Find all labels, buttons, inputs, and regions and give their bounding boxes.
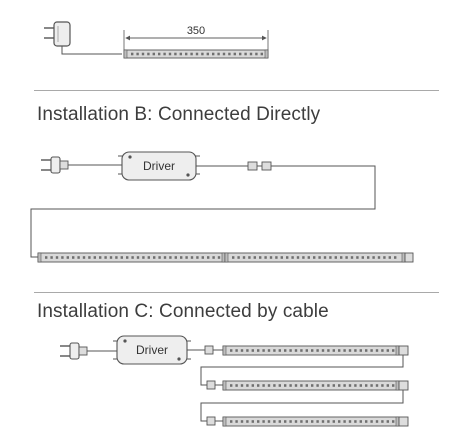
end-cap-c — [398, 416, 409, 427]
section-b-plug-group — [41, 156, 122, 174]
installation-b-heading: Installation B: Connected Directly — [37, 104, 321, 125]
connector-b1 — [247, 161, 258, 171]
dimension-annotation: 350 — [123, 25, 269, 50]
plug-icon-b — [50, 156, 61, 174]
installation-c-heading: Installation C: Connected by cable — [37, 301, 329, 322]
section-c-cable — [187, 345, 223, 355]
led-strip-a — [123, 49, 269, 59]
section-c-plug-group — [60, 342, 117, 360]
led-strip-b2 — [224, 252, 406, 263]
led-strip-c2 — [222, 380, 400, 391]
driver-box-b: Driver — [118, 151, 200, 181]
driver-label-c: Driver — [136, 343, 168, 357]
section-c-link-cable-1 — [200, 345, 409, 390]
connector-b2 — [261, 161, 272, 171]
connector-c1 — [204, 345, 214, 355]
power-adapter-icon — [53, 21, 71, 47]
plug-icon-c — [69, 342, 80, 360]
driver-box-c: Driver — [113, 335, 191, 365]
driver-label-b: Driver — [143, 159, 175, 173]
section-divider-top — [34, 90, 439, 91]
section-divider-middle — [34, 292, 439, 293]
adapter-cable — [61, 46, 122, 55]
end-cap-b — [404, 252, 414, 263]
led-strip-c1 — [222, 345, 400, 356]
section-c-link-cable-2 — [200, 380, 409, 426]
section-a-adapter-group — [44, 21, 122, 55]
led-strip-b1 — [37, 252, 226, 263]
section-b-cable — [30, 161, 376, 258]
led-strip-c3 — [222, 416, 400, 427]
dimension-label: 350 — [187, 25, 205, 37]
